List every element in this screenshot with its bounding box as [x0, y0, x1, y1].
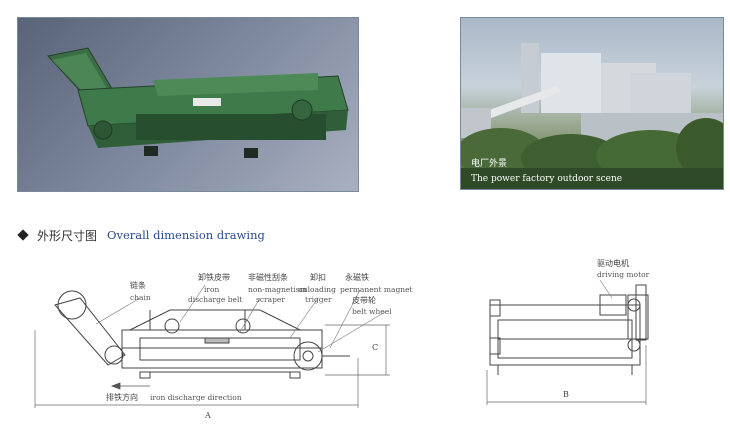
section-heading: 外形尺寸图 Overall dimension drawing: [17, 226, 265, 244]
label-direction-en: iron discharge direction: [150, 393, 242, 402]
photo-caption-en: The power factory outdoor scene: [471, 174, 623, 184]
label-magnet-en: permanent magnet: [340, 285, 413, 294]
label-scraper-en-1: non-magnetism: [248, 285, 307, 294]
factory-image: [461, 43, 723, 189]
separator-photo: [17, 17, 359, 192]
label-trigger-en-1: unloading: [298, 285, 336, 294]
label-direction-cn: 排铁方向: [106, 392, 138, 402]
label-chain-cn: 链条: [130, 280, 146, 290]
label-trigger-en-2: trigger: [305, 295, 332, 304]
label-wheel-cn: 皮带轮: [352, 295, 376, 305]
label-motor-cn: 驱动电机: [597, 258, 629, 268]
label-trigger-cn: 卸扣: [310, 272, 326, 282]
label-iron-belt-cn: 卸铁皮带: [198, 272, 230, 282]
label-scraper-cn: 非磁性刮条: [248, 272, 288, 282]
side-view-drawing: [54, 290, 350, 379]
label-iron-belt-en-1: iron: [204, 285, 219, 294]
power-factory-photo: 电厂外景 The power factory outdoor scene: [460, 17, 724, 190]
label-motor-en: driving motor: [597, 270, 650, 279]
label-wheel-en: belt wheel: [352, 307, 392, 316]
section-title-en: Overall dimension drawing: [107, 228, 265, 242]
dimension-a-line: [34, 330, 359, 408]
label-magnet-cn: 永磁铁: [345, 272, 369, 282]
label-scraper-en-2: scraper: [256, 295, 285, 304]
direction-arrow-icon: [110, 382, 150, 390]
end-view-drawing: [489, 284, 649, 375]
dimension-a-label: A: [204, 411, 211, 420]
dimension-b-line: [486, 345, 647, 405]
dimension-c-label: C: [372, 343, 378, 352]
dimension-c-line: [325, 324, 390, 376]
leader-lines: [95, 284, 386, 353]
label-iron-belt-en-2: discharge belt: [188, 295, 242, 304]
photo-caption-cn: 电厂外景: [471, 159, 508, 169]
dimension-b-label: B: [563, 390, 569, 399]
motor-leader-line: [599, 279, 613, 299]
section-title-cn: 外形尺寸图: [37, 228, 98, 243]
separator-image: [47, 47, 349, 158]
label-chain-en: chain: [130, 293, 151, 302]
